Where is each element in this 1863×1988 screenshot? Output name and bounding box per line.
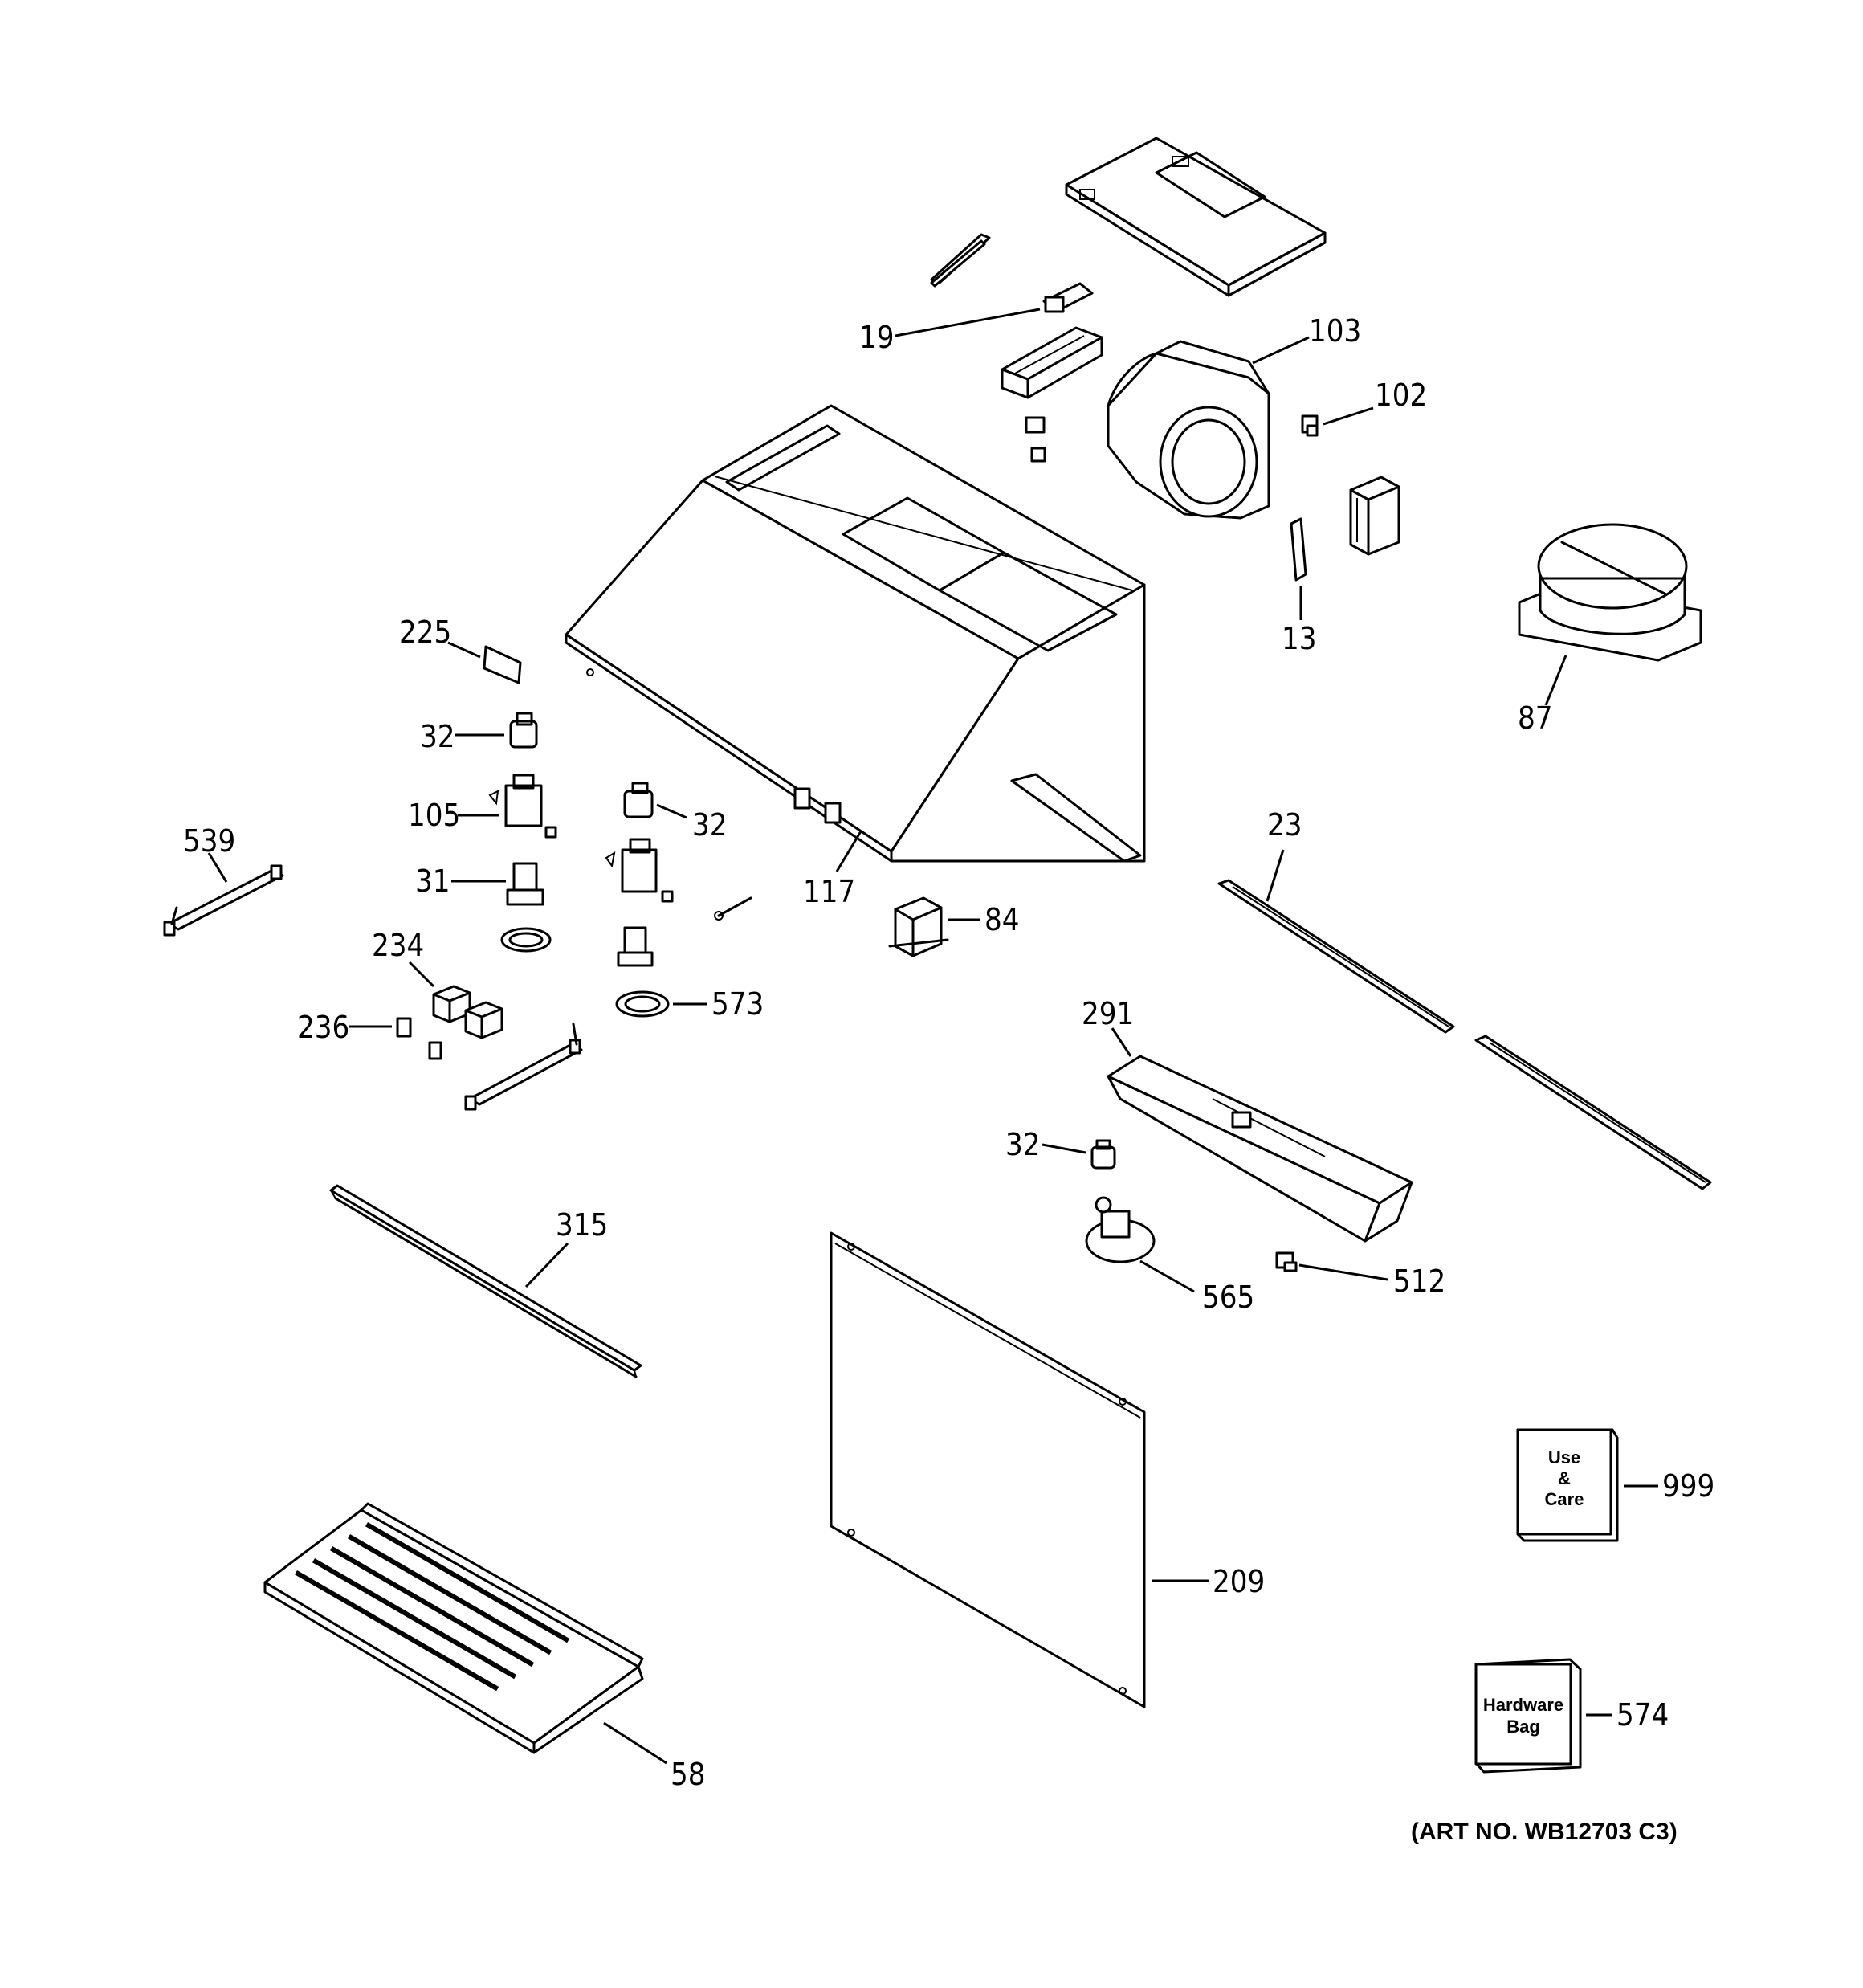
callout-209: 209: [1213, 1564, 1265, 1599]
damper-box: [1349, 476, 1400, 556]
callout-117: 117: [803, 874, 855, 909]
knob-32-middle: [623, 782, 654, 818]
callout-574: 574: [1616, 1697, 1669, 1733]
callout-225: 225: [399, 614, 451, 650]
callout-19: 19: [859, 320, 895, 355]
callout-31: 31: [415, 863, 450, 899]
grease-filter-right: [1474, 1035, 1712, 1190]
callout-32c: 32: [1005, 1127, 1041, 1162]
screw: [714, 896, 752, 921]
label-225: [483, 645, 522, 684]
clip-512: [1275, 1251, 1298, 1272]
use-care-line2: &: [1558, 1468, 1571, 1488]
lamp-socket-565: [1085, 1196, 1156, 1263]
knob-32-right: [1090, 1139, 1116, 1170]
blower-housing-103: [1107, 340, 1270, 520]
callout-236: 236: [297, 1010, 349, 1045]
round-adaptor-87: [1518, 523, 1702, 662]
callout-23: 23: [1267, 807, 1302, 843]
light-tray-291: [1107, 1055, 1413, 1243]
lampholder-middle: [617, 926, 654, 967]
callout-539: 539: [183, 823, 235, 859]
clips-236: [396, 1017, 442, 1060]
transformer-84: [888, 896, 949, 957]
knob-32-upper: [509, 712, 538, 749]
bracket-539: [163, 864, 284, 937]
terminal-blocks-234: [432, 985, 503, 1039]
back-panel-209: [830, 1231, 1146, 1708]
capacitor-19: [1042, 282, 1094, 313]
callout-58: 58: [671, 1757, 706, 1792]
callout-565: 565: [1202, 1280, 1254, 1315]
trim-ring-573: [615, 990, 670, 1018]
hardware-bag-line2: Bag: [1506, 1717, 1540, 1737]
callout-315: 315: [556, 1207, 608, 1243]
callout-32a: 32: [420, 719, 455, 754]
switch-105: [488, 774, 557, 839]
callout-999: 999: [1662, 1468, 1714, 1504]
clip-102: [1301, 414, 1319, 437]
trim-ring-left: [500, 927, 552, 953]
callout-32b: 32: [692, 807, 728, 843]
callout-512: 512: [1393, 1263, 1445, 1299]
callout-102: 102: [1375, 378, 1427, 413]
callout-103: 103: [1309, 313, 1361, 349]
callout-84: 84: [984, 902, 1020, 937]
bracket-lower: [464, 1023, 583, 1111]
hardware-bag-line1: Hardware: [1483, 1695, 1563, 1715]
hood-body: [565, 404, 1146, 863]
use-care-line3: Care: [1545, 1489, 1584, 1509]
rail-315: [329, 1184, 642, 1378]
callout-105: 105: [408, 798, 460, 833]
top-cover-plate: [1065, 137, 1327, 297]
art-number: (ART NO. WB12703 C3): [1411, 1819, 1678, 1845]
small-bracket-parts: [1025, 416, 1046, 463]
grease-tray-58: [263, 1502, 644, 1754]
switch-middle: [605, 838, 674, 903]
lampholder-31: [506, 862, 544, 906]
use-care-line1: Use: [1548, 1447, 1580, 1468]
grease-filter-23: [1217, 879, 1455, 1034]
plate-13: [1290, 517, 1307, 582]
callout-13: 13: [1282, 621, 1317, 656]
use-care-book-999: Use & Care: [1516, 1428, 1619, 1542]
callout-87: 87: [1518, 700, 1553, 736]
junction-tray: [1001, 326, 1103, 399]
callout-234: 234: [372, 928, 424, 963]
top-rail: [930, 233, 991, 288]
callout-291: 291: [1082, 996, 1134, 1031]
callout-573: 573: [711, 986, 764, 1022]
hardware-bag-574: Hardware Bag: [1474, 1658, 1582, 1774]
